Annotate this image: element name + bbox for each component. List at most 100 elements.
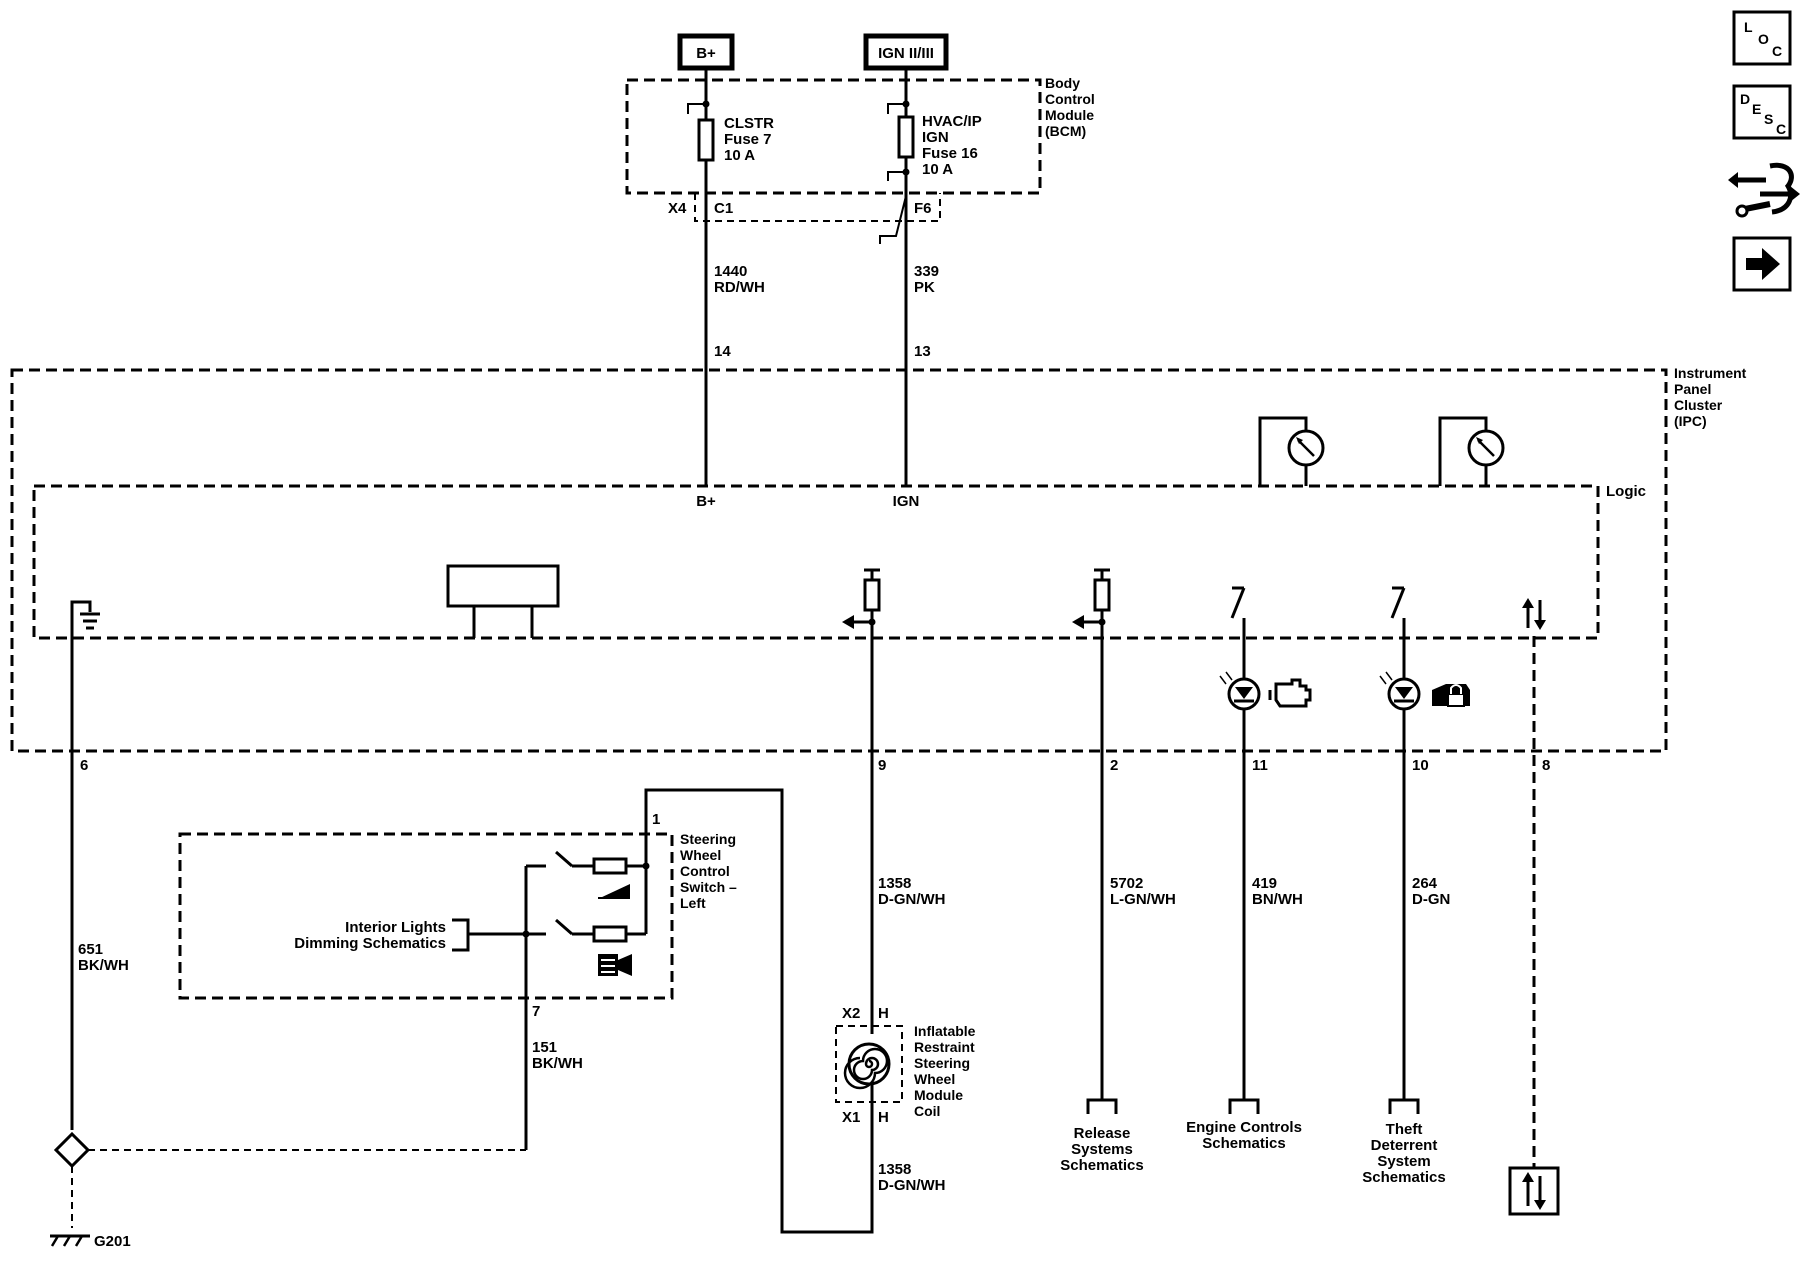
ipc-bplus-input: B+ [696,493,716,510]
led-icon [1219,671,1261,711]
theft-ref[interactable]: Theft Deterrent System Schematics [1362,1121,1445,1186]
svg-text:Steering: Steering [680,831,736,847]
svg-text:RD/WH: RD/WH [714,279,765,296]
gauge-icon [1258,416,1325,486]
swc-name: Steering Wheel Control Switch – Left [680,831,737,911]
svg-text:BK/WH: BK/WH [78,957,129,974]
svg-text:Body: Body [1045,75,1080,91]
svg-text:L: L [1744,19,1753,35]
svg-text:BK/WH: BK/WH [532,1055,583,1072]
bplus-bus-tap [687,103,706,114]
pin-2: 2 [1110,757,1118,774]
serial-data-icon [1508,1166,1560,1216]
svg-text:264: 264 [1412,875,1438,892]
svg-text:Schematics: Schematics [1202,1135,1285,1152]
svg-text:419: 419 [1252,875,1277,892]
engine-ref[interactable]: Engine Controls Schematics [1186,1119,1302,1152]
wire-1440-label: 1440 RD/WH [714,263,765,296]
loc-icon[interactable]: L O C [1732,10,1792,66]
pin-6: 6 [80,757,88,774]
release-ref-bracket [1086,1098,1118,1114]
svg-text:Control: Control [1045,91,1095,107]
fuse-clstr [697,118,715,162]
svg-text:1358: 1358 [878,875,911,892]
bplus-label: B+ [696,45,716,62]
release-ref[interactable]: Release Systems Schematics [1060,1125,1143,1174]
wire-swc-to-coil [644,788,874,1234]
svg-text:10 A: 10 A [922,161,953,178]
svg-text:Module: Module [1045,107,1094,123]
desc-icon[interactable]: D E S C [1732,84,1792,140]
engine-ref-bracket [1228,1098,1260,1114]
svg-text:CLSTR: CLSTR [724,115,774,132]
ign-bus-tap [887,103,906,114]
brightness-up-icon [598,884,630,899]
service-icon[interactable] [1728,162,1800,218]
conn-c1: C1 [714,200,733,217]
conn-f6: F6 [914,200,932,217]
svg-text:L-GN/WH: L-GN/WH [1110,891,1176,908]
wire-1358-top-label: 1358 D-GN/WH [878,875,946,908]
coil-x2-pin: H [878,1005,889,1022]
svg-text:Deterrent: Deterrent [1371,1137,1438,1154]
svg-text:E: E [1752,101,1761,117]
svg-text:339: 339 [914,263,939,280]
svg-text:5702: 5702 [1110,875,1143,892]
svg-text:Cluster: Cluster [1674,397,1723,413]
svg-text:Wheel: Wheel [914,1071,955,1087]
svg-text:Theft: Theft [1386,1121,1423,1138]
engine-indicator-circuit [1230,586,1246,751]
ipc-box [10,368,1668,753]
pin-1: 1 [652,811,660,828]
swc-resistor-up [592,857,628,875]
pin-8: 8 [1542,757,1550,774]
svg-text:D-GN: D-GN [1412,891,1450,908]
theft-ref-bracket [1388,1098,1420,1114]
coil-x2: X2 [842,1005,860,1022]
wire-264-label: 264 D-GN [1412,875,1450,908]
wire-151-label: 151 BK/WH [532,1039,583,1072]
swc-switch-down[interactable] [555,918,573,936]
pin-10: 10 [1412,757,1429,774]
svg-text:(BCM): (BCM) [1045,123,1086,139]
svg-text:Coil: Coil [914,1103,940,1119]
svg-text:D: D [1740,91,1750,107]
svg-text:PK: PK [914,279,935,296]
ipc-name: Instrument Panel Cluster (IPC) [1674,365,1747,429]
logic-box [32,484,1600,640]
svg-text:Steering: Steering [914,1055,970,1071]
svg-text:D-GN/WH: D-GN/WH [878,1177,946,1194]
bcm-name: Body Control Module (BCM) [1045,75,1095,139]
pin-11: 11 [1252,757,1268,774]
svg-text:(IPC): (IPC) [1674,413,1707,429]
fuse-hvac-label: HVAC/IP IGN Fuse 16 10 A [922,113,982,178]
led-icon [1379,671,1421,711]
ign-lower-tap [887,171,906,181]
svg-text:Wheel: Wheel [680,847,721,863]
svg-text:Schematics: Schematics [1362,1169,1445,1186]
svg-text:C: C [1772,43,1782,59]
swc-box [178,832,674,1000]
swc-switch-up[interactable] [555,850,573,868]
serial-data-icon [1522,598,1546,630]
ground-g201: G201 [94,1233,131,1250]
wire-1358-bot-label: 1358 D-GN/WH [878,1161,946,1194]
svg-text:Panel: Panel [1674,381,1711,397]
f6-branch [879,195,907,244]
svg-text:Instrument: Instrument [1674,365,1747,381]
fuse-hvac [897,115,915,159]
pin-13: 13 [914,343,931,360]
ign-label: IGN II/III [878,45,934,62]
coil-name: Inflatable Restraint Steering Wheel Modu… [914,1023,976,1119]
svg-text:Engine Controls: Engine Controls [1186,1119,1302,1136]
ground-icon [70,600,100,636]
svg-text:Interior Lights: Interior Lights [345,919,446,936]
next-arrow-icon[interactable] [1732,236,1792,292]
svg-text:D-GN/WH: D-GN/WH [878,891,946,908]
svg-text:Left: Left [680,895,706,911]
logic-block [446,564,560,638]
pullup-resistor-2 [1072,568,1111,751]
coil-box [835,1025,903,1103]
pin-9: 9 [878,757,886,774]
